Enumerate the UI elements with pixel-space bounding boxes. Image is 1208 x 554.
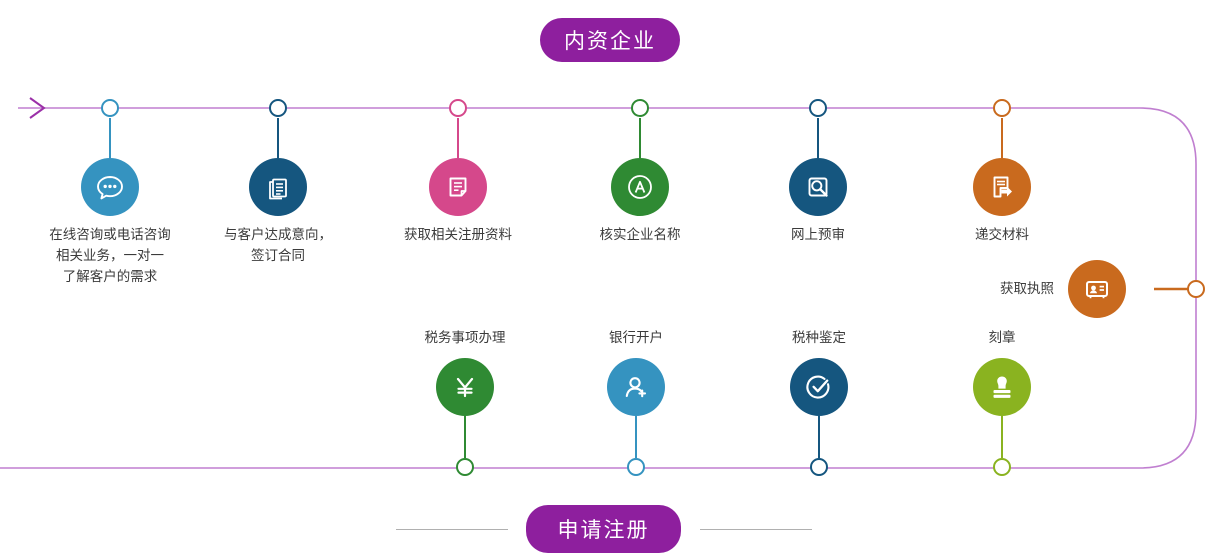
add-person-icon — [607, 357, 665, 416]
node-open-bank-account[interactable]: 银行开户 — [546, 328, 726, 416]
node-obtain-license[interactable]: 获取执照 — [1000, 260, 1126, 318]
node-label: 刻章 — [988, 330, 1016, 345]
node-online-preexamination[interactable]: 网上预审 — [728, 158, 908, 246]
node-label: 获取相关注册资料 — [404, 227, 512, 242]
documents-icon — [249, 158, 307, 216]
node-verify-company-name[interactable]: 核实企业名称 — [550, 158, 730, 246]
node-label: 在线咨询或电话咨询 相关业务，一对一 了解客户的需求 — [49, 227, 171, 284]
track-marker-10 — [993, 458, 1011, 476]
id-card-icon — [1068, 260, 1126, 318]
node-engrave-seal[interactable]: 刻章 — [912, 328, 1092, 416]
track-marker-license — [1187, 280, 1205, 298]
note-page-icon — [429, 158, 487, 216]
track-marker-4 — [631, 99, 649, 117]
divider-left — [396, 529, 508, 530]
track-marker-6 — [993, 99, 1011, 117]
divider-right — [700, 529, 812, 530]
track-marker-5 — [809, 99, 827, 117]
node-label: 递交材料 — [975, 227, 1029, 242]
node-label: 银行开户 — [609, 330, 663, 345]
node-submit-materials[interactable]: 递交材料 — [912, 158, 1092, 246]
letter-a-circle-icon — [611, 158, 669, 216]
node-tax-type-assessment[interactable]: 税种鉴定 — [729, 328, 909, 416]
check-circle-icon — [790, 357, 848, 416]
node-label: 网上预审 — [791, 227, 845, 242]
node-label: 获取执照 — [1000, 280, 1054, 296]
track-marker-9 — [810, 458, 828, 476]
title-pill-top[interactable]: 内资企业 — [540, 18, 680, 62]
chat-bubble-icon — [81, 158, 139, 216]
node-label: 核实企业名称 — [599, 227, 681, 242]
node-label: 税务事项办理 — [424, 330, 506, 345]
node-label: 税种鉴定 — [792, 330, 846, 345]
search-document-icon — [789, 158, 847, 216]
track-marker-2 — [269, 99, 287, 117]
node-label: 与客户达成意向， 签订合同 — [224, 227, 332, 263]
arrow-head-icon — [29, 97, 46, 119]
node-tax-affairs[interactable]: 税务事项办理 — [375, 328, 555, 416]
yuan-currency-icon — [436, 357, 494, 416]
track-marker-1 — [101, 99, 119, 117]
node-get-registration-materials[interactable]: 获取相关注册资料 — [368, 158, 548, 246]
node-online-consultation[interactable]: 在线咨询或电话咨询 相关业务，一对一 了解客户的需求 — [20, 158, 200, 288]
stamp-icon — [973, 357, 1031, 416]
node-sign-contract[interactable]: 与客户达成意向， 签订合同 — [188, 158, 368, 267]
track-marker-3 — [449, 99, 467, 117]
track-marker-8 — [627, 458, 645, 476]
track-marker-7 — [456, 458, 474, 476]
title-pill-bottom[interactable]: 申请注册 — [526, 505, 681, 553]
submit-document-icon — [973, 158, 1031, 216]
